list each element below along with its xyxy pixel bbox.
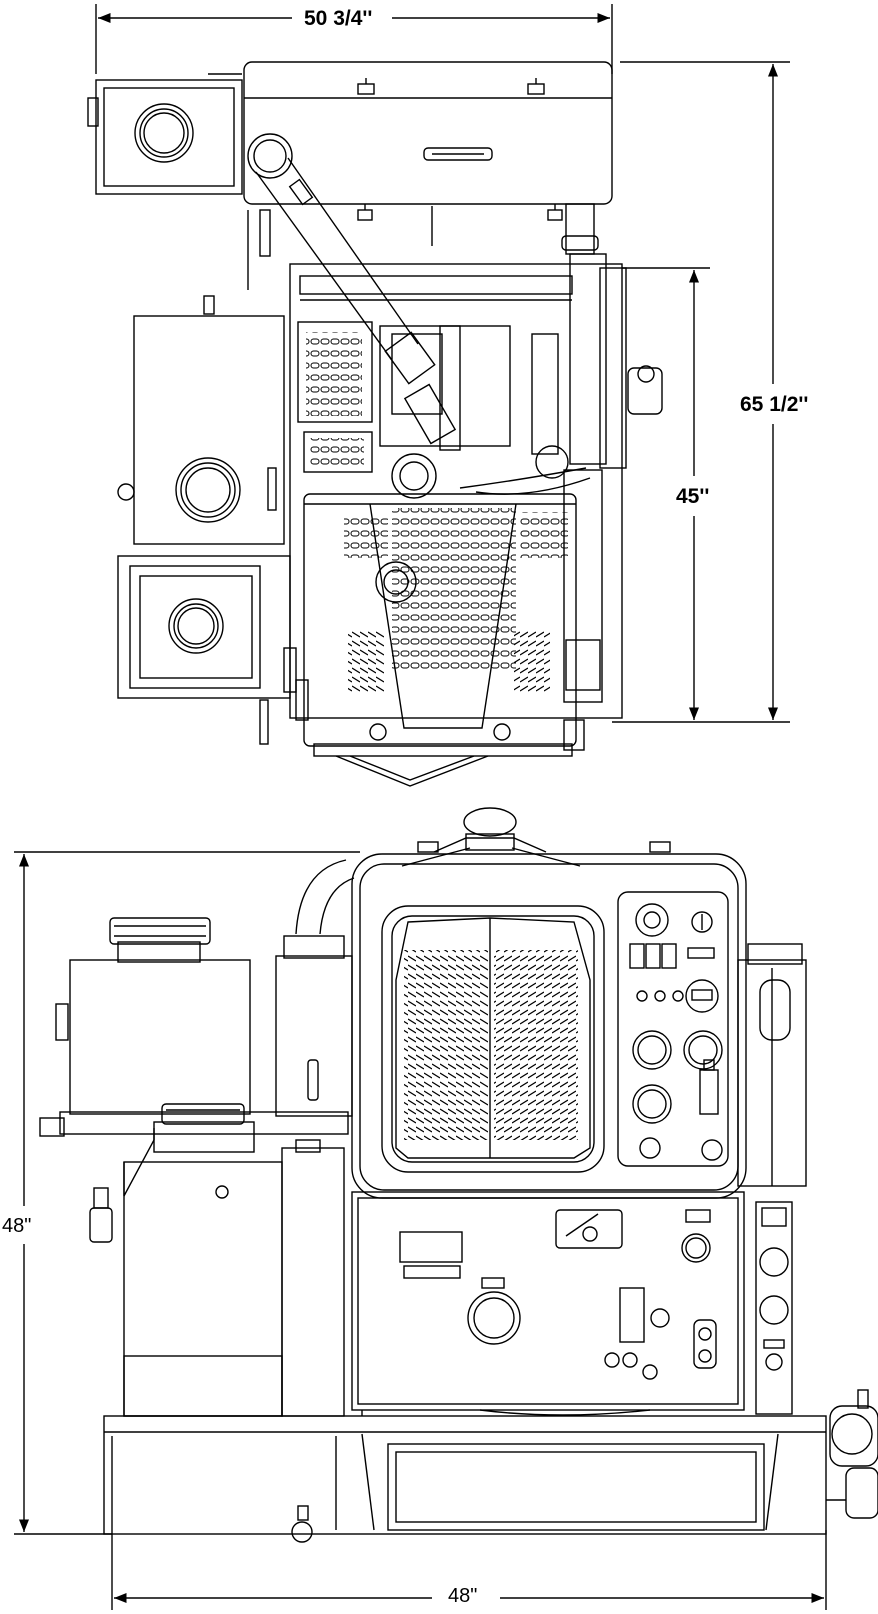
dimension-line-front-width (111, 1530, 827, 1610)
pump-fitting (826, 1389, 878, 1519)
latch-left (357, 78, 375, 95)
exhaust-pipe (561, 203, 607, 465)
front-view (14, 807, 878, 1610)
muffler (243, 61, 613, 205)
dimension-line-front-height (14, 851, 360, 1535)
dimension-line-top-width (95, 4, 613, 74)
dimension-label-total-height: 65 1/2'' (736, 394, 813, 415)
waste-tank (123, 1103, 345, 1417)
air-cleaner-box (95, 79, 243, 195)
top-view (87, 4, 790, 787)
dimension-line-body-height (622, 267, 710, 720)
dimension-label-body-height: 45'' (672, 486, 714, 507)
dimension-label-front-height: 48" (0, 1215, 34, 1237)
radiator-grille (381, 905, 605, 1173)
control-panel (617, 891, 729, 1167)
tank-top-view (133, 315, 285, 545)
intake-pipe (247, 133, 457, 445)
fan-shroud (303, 493, 577, 747)
engine-frame (289, 263, 623, 719)
lower-panel (351, 1191, 745, 1416)
latch-right (527, 78, 545, 95)
chemical-tank (39, 917, 349, 1243)
dimension-line-total-height (612, 61, 790, 723)
dimension-label-top-width: 50 3/4'' (296, 8, 381, 29)
base-skid (103, 1415, 827, 1535)
dimension-label-front-width: 48" (442, 1586, 484, 1606)
lower-tank-top-view (117, 555, 291, 699)
